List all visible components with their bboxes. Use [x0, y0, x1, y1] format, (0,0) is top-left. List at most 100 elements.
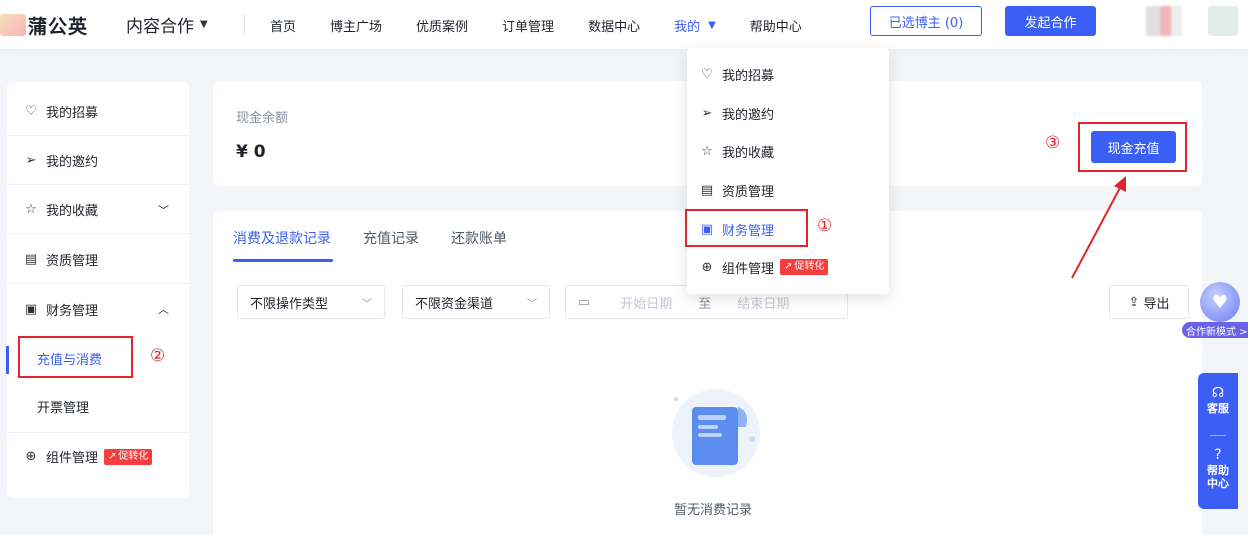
caret-down-icon: ▼ [200, 19, 208, 30]
sidebar-item-finance[interactable]: ▣ 财务管理 ︿ [7, 285, 189, 333]
promo-tag: ↗促转化 [104, 448, 153, 465]
end-date-placeholder[interactable]: 结束日期 [737, 296, 790, 312]
help-label-line2: 中心 [1207, 477, 1229, 490]
help-center-button[interactable]: ? 帮助 中心 [1198, 447, 1238, 490]
sidebar-item-label: 我的招募 [46, 106, 99, 121]
coop-mode-widget[interactable]: ♥ 合作新模式 > [1180, 282, 1248, 342]
date-separator: 至 [698, 296, 712, 312]
heart-icon: ♥ [1200, 282, 1240, 322]
wallet-icon: ▣ [24, 301, 38, 317]
logo-icon [0, 14, 26, 36]
sidebar-item-components[interactable]: ⊕ 组件管理 ↗促转化 [7, 432, 189, 480]
customer-service-button[interactable]: ☊ 客服 [1198, 385, 1238, 415]
product-switch[interactable]: 内容合作 ▼ [126, 12, 208, 37]
cash-recharge-button[interactable]: 现金充值 [1091, 131, 1176, 163]
annotation-arrow [1071, 176, 1126, 279]
menu-item-components[interactable]: ⊕ 组件管理 ↗促转化 [700, 257, 829, 277]
document-icon: ▤ [24, 252, 38, 267]
menu-item-label: 组件管理 [722, 261, 775, 277]
promo-tag-label: 促转化 [118, 450, 149, 462]
customer-service-label: 客服 [1207, 402, 1229, 415]
tab-recharge-records[interactable]: 充值记录 [363, 231, 419, 247]
fund-channel-select[interactable]: 不限资金渠道 ﹀ [402, 285, 550, 319]
balance-value: ¥ 0 [236, 142, 266, 162]
top-navbar: 蒲公英 内容合作 ▼ 首页 博主广场 优质案例 订单管理 数据中心 我的 ▼ 帮… [0, 0, 1248, 50]
main-nav: 首页 博主广场 优质案例 订单管理 数据中心 我的 ▼ 帮助中心 [270, 16, 836, 35]
puzzle-icon: ⊕ [25, 449, 37, 464]
menu-item-label: 我的招募 [722, 68, 775, 84]
sidebar-item-label: 资质管理 [46, 254, 99, 269]
nav-blogger-square[interactable]: 博主广场 [330, 20, 383, 35]
star-icon: ☆ [25, 202, 37, 217]
menu-item-label: 我的邀约 [722, 107, 775, 123]
promo-tag: ↗促转化 [780, 259, 829, 275]
menu-item-favorites[interactable]: ☆ 我的收藏 [700, 141, 774, 161]
annotation-box-recharge-button [1078, 122, 1187, 172]
sidebar-subitem-invoice[interactable]: 开票管理 [37, 400, 90, 416]
annotation-number-1: ① [817, 216, 833, 236]
user-menu[interactable] [1208, 6, 1238, 36]
puzzle-icon: ⊕ [701, 259, 713, 275]
menu-item-qualification[interactable]: ▤ 资质管理 [700, 180, 774, 200]
export-button[interactable]: ⇪ 导出 [1109, 285, 1189, 319]
nav-orders[interactable]: 订单管理 [502, 20, 555, 35]
selected-bloggers-button[interactable]: 已选博主 (0) [870, 6, 982, 36]
trend-up-icon: ↗ [784, 261, 793, 272]
sidebar: ♡ 我的招募 ➢ 我的邀约 ☆ 我的收藏 ﹀ ▤ 资质管理 ▣ 财务管理 ︿ 充… [7, 82, 189, 498]
nav-data-center[interactable]: 数据中心 [588, 20, 641, 35]
heart-handshake-icon: ♡ [701, 66, 713, 82]
menu-item-label: 资质管理 [722, 184, 775, 200]
product-switch-label: 内容合作 [126, 17, 194, 37]
sidebar-item-recruit[interactable]: ♡ 我的招募 [7, 88, 189, 136]
menu-item-finance[interactable]: ▣ 财务管理 [700, 219, 774, 239]
date-range-picker[interactable]: ▭ 开始日期 至 结束日期 [565, 285, 848, 319]
records-tabs: 消费及退款记录 充值记录 还款账单 [233, 228, 539, 248]
nav-divider [244, 14, 245, 36]
send-icon: ➢ [701, 105, 713, 121]
wallet-icon: ▣ [700, 221, 714, 237]
sidebar-item-qualification[interactable]: ▤ 资质管理 [7, 236, 189, 284]
mine-dropdown-menu: ♡ 我的招募 ➢ 我的邀约 ☆ 我的收藏 ▤ 资质管理 ▣ 财务管理 ⊕ 组件管… [687, 48, 889, 294]
operation-type-select[interactable]: 不限操作类型 ﹀ [237, 285, 385, 319]
heart-handshake-icon: ♡ [25, 104, 37, 119]
star-icon: ☆ [701, 143, 713, 159]
menu-item-invite[interactable]: ➢ 我的邀约 [700, 103, 774, 123]
sidebar-item-favorites[interactable]: ☆ 我的收藏 ﹀ [7, 186, 189, 234]
tab-consume-refund[interactable]: 消费及退款记录 [233, 231, 331, 247]
nav-mine[interactable]: 我的 ▼ [674, 16, 716, 35]
question-icon: ? [1214, 447, 1222, 463]
sidebar-item-invite[interactable]: ➢ 我的邀约 [7, 137, 189, 185]
divider [1210, 435, 1226, 436]
chevron-down-icon: ﹀ [362, 298, 372, 310]
avatar[interactable] [1146, 6, 1182, 36]
service-float-bar: ☊ 客服 ? 帮助 中心 [1198, 373, 1238, 509]
balance-label: 现金余额 [236, 111, 289, 126]
promo-tag-label: 促转化 [794, 261, 825, 272]
chevron-down-icon: ﹀ [527, 298, 537, 310]
menu-item-recruit[interactable]: ♡ 我的招募 [700, 64, 774, 84]
nav-help-center[interactable]: 帮助中心 [749, 20, 802, 35]
sidebar-item-label: 我的邀约 [46, 155, 99, 170]
logo-text[interactable]: 蒲公英 [28, 16, 89, 38]
sidebar-item-label: 财务管理 [46, 303, 99, 319]
nav-mine-label: 我的 [674, 20, 701, 35]
annotation-box-recharge-consume [18, 336, 133, 378]
export-label: 导出 [1143, 296, 1170, 312]
chevron-down-icon: ﹀ [158, 203, 169, 217]
nav-cases[interactable]: 优质案例 [416, 20, 469, 35]
tab-repayment-bills[interactable]: 还款账单 [451, 231, 507, 247]
annotation-number-2: ② [150, 346, 166, 366]
nav-home[interactable]: 首页 [270, 20, 297, 35]
caret-down-icon: ▼ [708, 20, 716, 31]
headset-icon: ☊ [1211, 385, 1225, 401]
menu-item-label: 我的收藏 [722, 145, 775, 161]
trend-up-icon: ↗ [108, 450, 117, 462]
start-date-placeholder[interactable]: 开始日期 [620, 296, 673, 312]
sidebar-subitem-recharge-consume[interactable]: 充值与消费 [37, 352, 103, 368]
annotation-box-finance [685, 209, 808, 247]
sidebar-item-label: 我的收藏 [46, 204, 99, 219]
upload-icon: ⇪ [1128, 294, 1140, 310]
active-tab-underline [233, 259, 333, 262]
help-label-line1: 帮助 [1207, 464, 1229, 477]
start-cooperation-button[interactable]: 发起合作 [1005, 6, 1096, 36]
